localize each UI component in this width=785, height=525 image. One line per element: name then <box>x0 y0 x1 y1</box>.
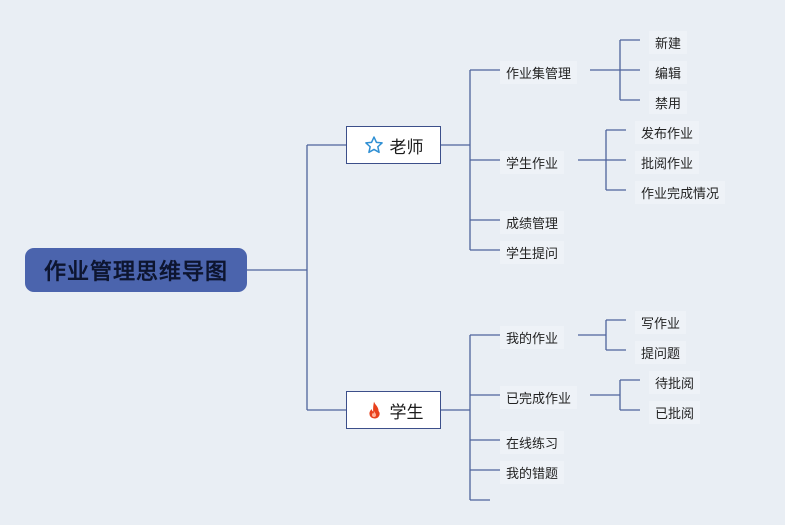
node-new[interactable]: 新建 <box>649 31 688 54</box>
branch-student-label: 学生 <box>389 402 424 423</box>
connector-root <box>247 144 347 411</box>
node-student-hw[interactable]: 学生作业 <box>500 151 565 174</box>
connector-teacher-hw-set <box>590 39 640 101</box>
root-node[interactable]: 作业管理思维导图 <box>25 248 247 292</box>
connector-student <box>440 334 500 501</box>
node-disable[interactable]: 禁用 <box>649 91 688 114</box>
node-hw-completion[interactable]: 作业完成情况 <box>635 181 726 204</box>
node-ask-question[interactable]: 提问题 <box>635 341 687 364</box>
node-completed-hw[interactable]: 已完成作业 <box>500 386 578 409</box>
node-pending-review[interactable]: 待批阅 <box>649 371 701 394</box>
connector-teacher-student-hw <box>578 129 626 191</box>
node-reviewed[interactable]: 已批阅 <box>649 401 701 424</box>
connector-teacher <box>440 69 500 251</box>
node-write-hw[interactable]: 写作业 <box>635 311 687 334</box>
branch-teacher[interactable]: 老师 <box>346 126 441 164</box>
fire-icon <box>368 401 380 419</box>
node-hw-set-manage[interactable]: 作业集管理 <box>500 61 578 84</box>
node-my-hw[interactable]: 我的作业 <box>500 326 565 349</box>
node-publish-hw[interactable]: 发布作业 <box>635 121 700 144</box>
node-grade-hw[interactable]: 批阅作业 <box>635 151 700 174</box>
node-edit[interactable]: 编辑 <box>649 61 688 84</box>
branch-student[interactable]: 学生 <box>346 391 441 429</box>
node-score-manage[interactable]: 成绩管理 <box>500 211 565 234</box>
node-my-mistakes[interactable]: 我的错题 <box>500 461 565 484</box>
node-online-practice[interactable]: 在线练习 <box>500 431 565 454</box>
connector-student-my-hw <box>578 319 626 351</box>
connector-student-done-hw <box>590 379 640 411</box>
node-student-questions[interactable]: 学生提问 <box>500 241 565 264</box>
branch-teacher-label: 老师 <box>389 137 424 158</box>
star-icon <box>364 136 383 154</box>
